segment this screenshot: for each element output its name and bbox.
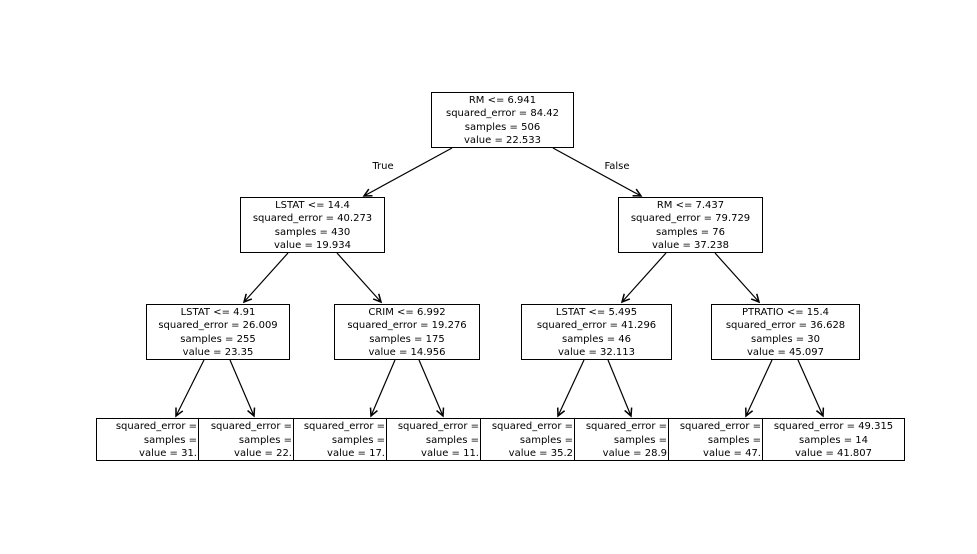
edge-right-to-rightright [714, 252, 759, 302]
tree-node-right-left: LSTAT <= 5.495 squared_error = 41.296 sa… [521, 304, 672, 360]
leaf-node-7: squared_error = samples = value = 47. [668, 418, 762, 461]
edge-to-leaf-7 [746, 359, 773, 416]
leaf-node-4: squared_error = samples = value = 11. [386, 418, 480, 461]
edge-label-true: True [372, 161, 394, 172]
leaf-node-6: squared_error = samples = value = 28.9 [574, 418, 668, 461]
tree-node-root: RM <= 6.941 squared_error = 84.42 sample… [431, 92, 574, 148]
edge-to-leaf-2 [229, 359, 254, 416]
tree-node-left-right: CRIM <= 6.992 squared_error = 19.276 sam… [334, 304, 480, 360]
edge-to-leaf-3 [371, 359, 396, 416]
tree-node-left: LSTAT <= 14.4 squared_error = 40.273 sam… [240, 197, 385, 253]
edge-left-to-leftleft [244, 252, 289, 302]
leaf-node-2: squared_error = samples = value = 22. [198, 418, 293, 461]
leaf-node-1: squared_error = samples = value = 31. [96, 418, 198, 461]
tree-node-right-right: PTRATIO <= 15.4 squared_error = 36.628 s… [711, 304, 860, 360]
edge-label-false: False [604, 161, 630, 172]
edge-root-to-left [364, 147, 453, 196]
edge-to-leaf-8 [797, 359, 823, 416]
leaf-node-8: squared_error = 49.315 samples = 14 valu… [762, 418, 905, 461]
edge-left-to-leftright [336, 252, 381, 302]
edge-to-leaf-6 [607, 359, 631, 416]
edge-root-to-right [552, 147, 641, 196]
edge-right-to-rightleft [622, 252, 667, 302]
edge-to-leaf-1 [176, 359, 205, 416]
edge-to-leaf-5 [558, 359, 585, 416]
tree-node-left-left: LSTAT <= 4.91 squared_error = 26.009 sam… [146, 304, 290, 360]
edge-to-leaf-4 [418, 359, 443, 416]
tree-node-right: RM <= 7.437 squared_error = 79.729 sampl… [618, 197, 763, 253]
leaf-node-3: squared_error = samples = value = 17. [293, 418, 386, 461]
leaf-node-5: squared_error = samples = value = 35.2 [480, 418, 574, 461]
